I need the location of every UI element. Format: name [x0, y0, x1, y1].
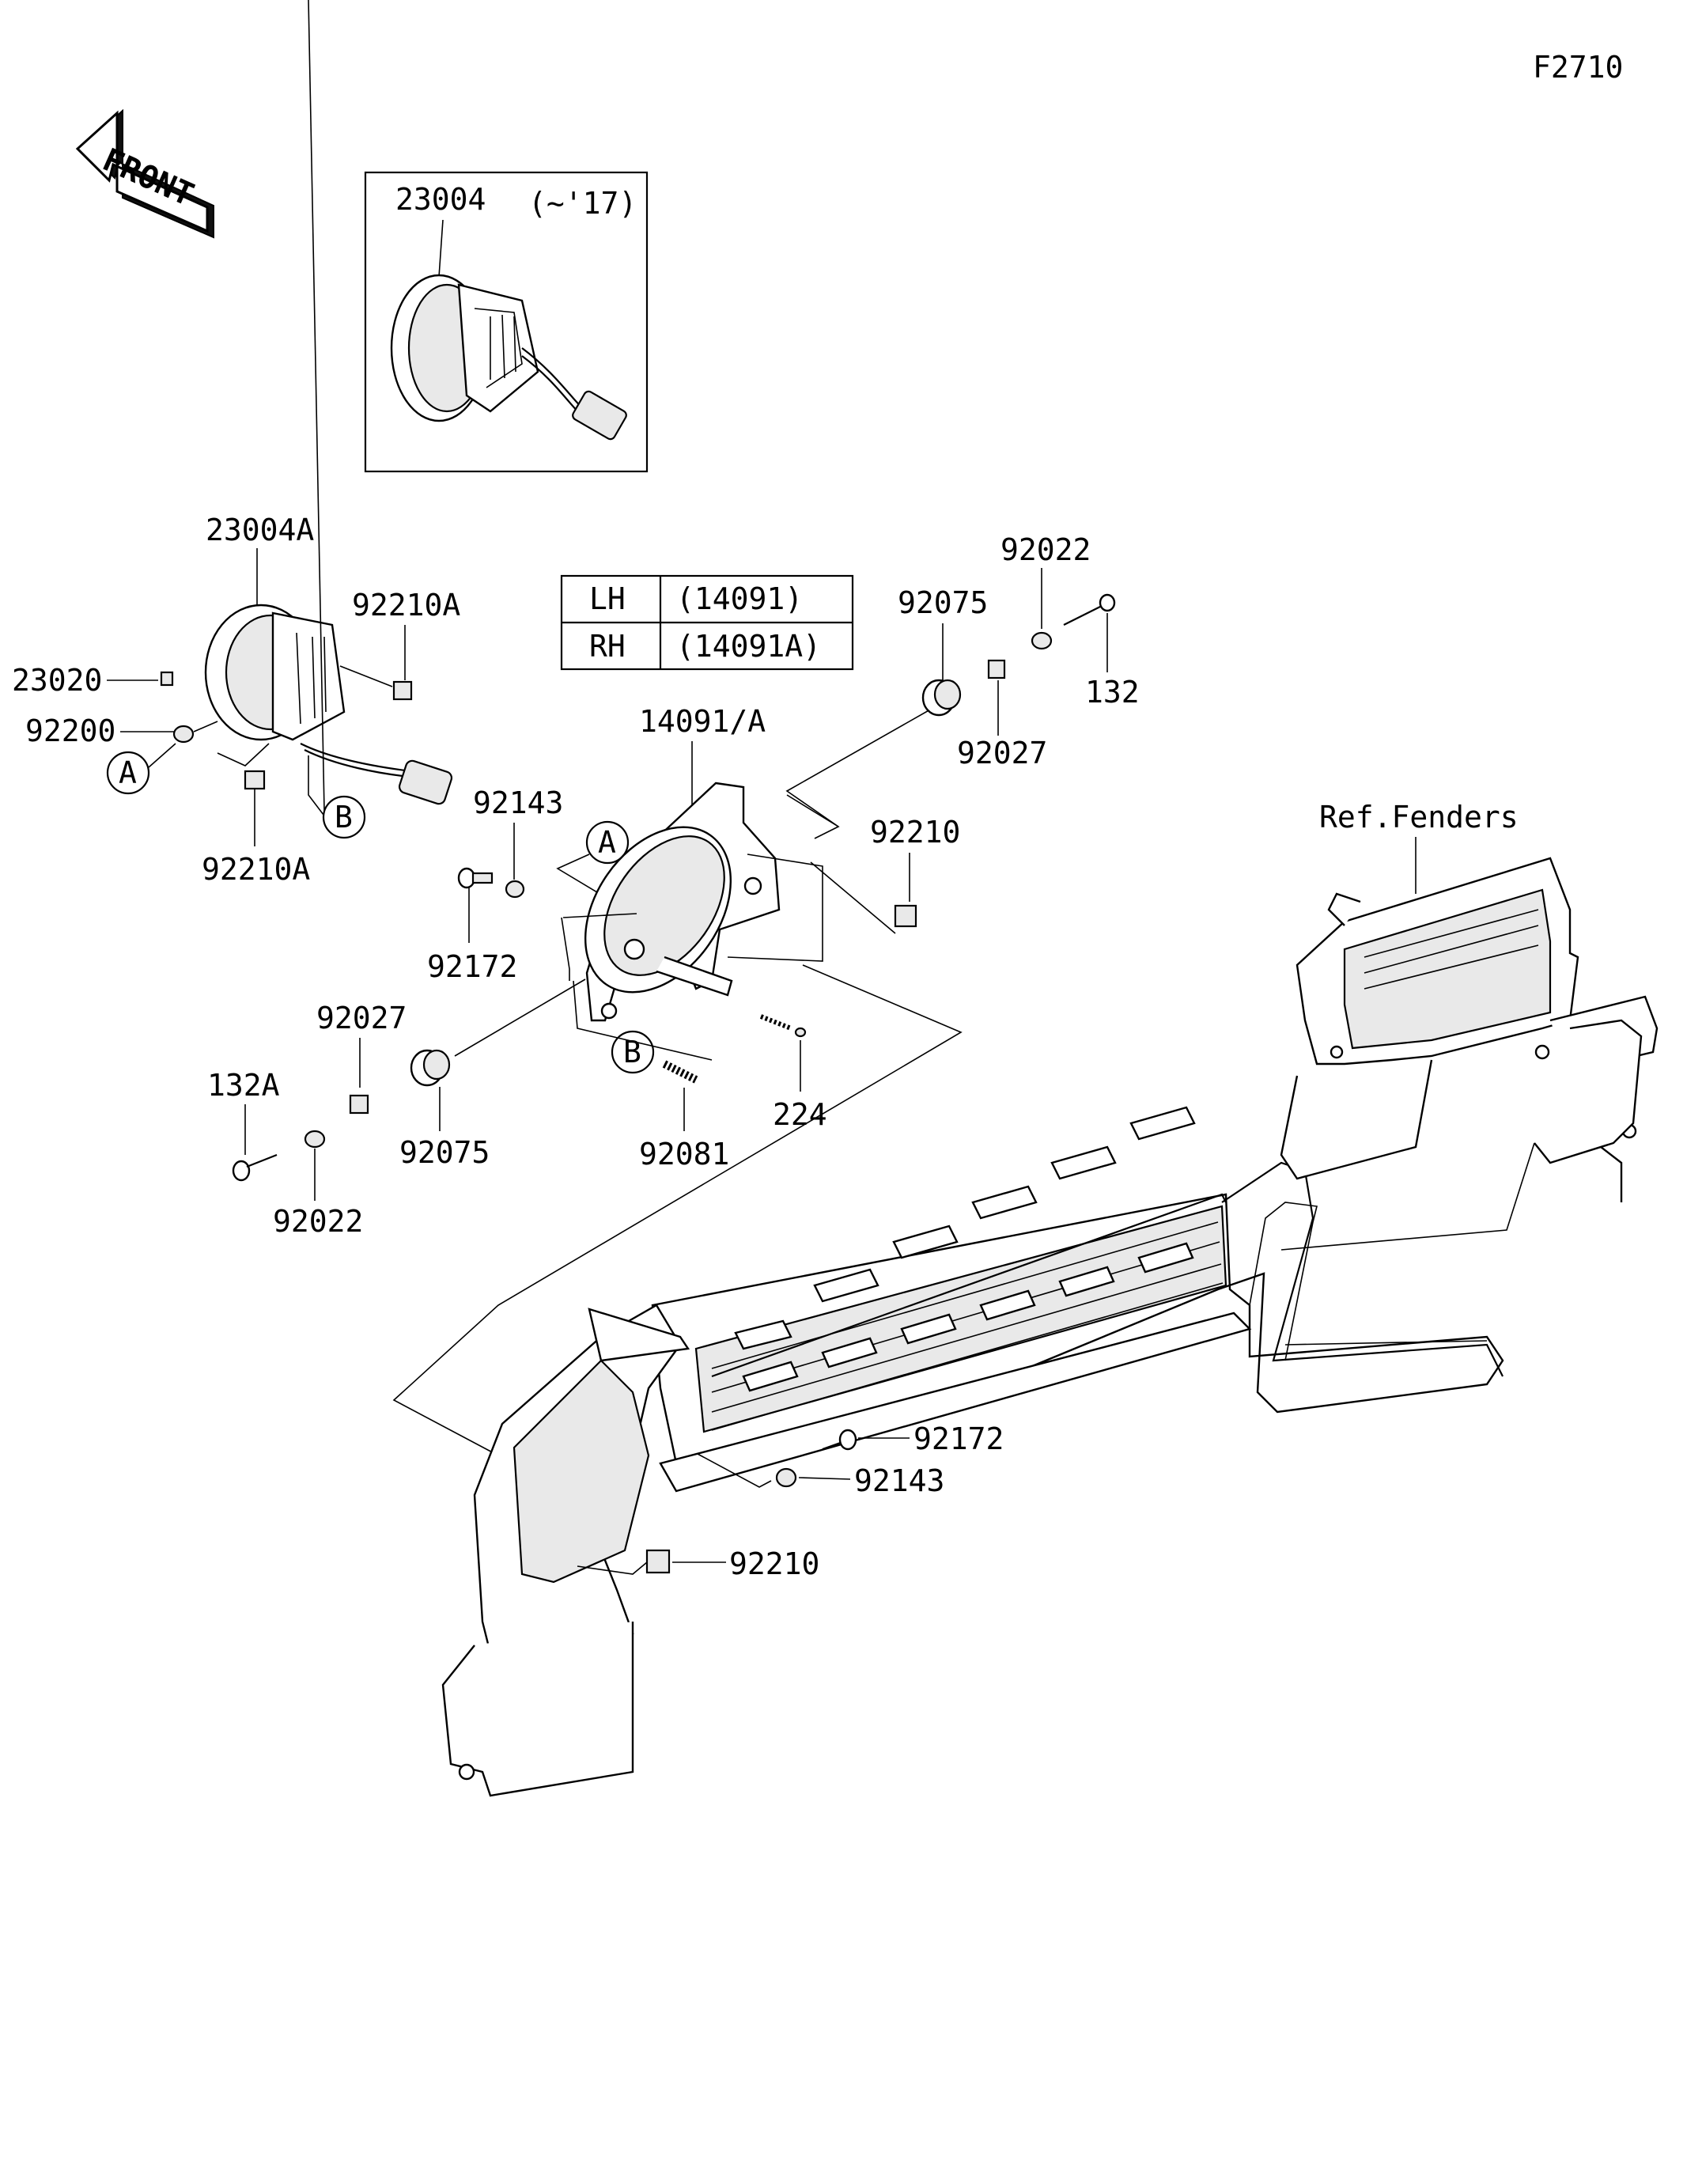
svg-text:B: B	[623, 1035, 641, 1069]
front-arrow-icon: FRONT	[75, 108, 214, 239]
grille-slats	[711, 1221, 1224, 1431]
svg-text:A: A	[119, 755, 137, 790]
label-92210A-bottom: 92210A	[202, 852, 310, 887]
svg-text:B: B	[335, 800, 353, 835]
bolt-132	[1063, 593, 1116, 626]
label-92143-upper: 92143	[473, 785, 563, 820]
callout-b-left: B	[308, 0, 366, 839]
washer-92143-lower	[775, 1467, 797, 1488]
washer-92143-upper	[505, 880, 525, 899]
label-92022-lower: 92022	[273, 1204, 363, 1239]
legend-table: LH (14091) RH (14091A)	[560, 574, 854, 671]
legend-rh-part: (14091A)	[676, 629, 821, 664]
inset-box: 23004 (~'17)	[364, 171, 649, 473]
label-92022-upper: 92022	[1000, 532, 1091, 567]
washer-92022-upper	[1031, 631, 1053, 650]
spring-224	[759, 1014, 792, 1031]
label-92027-lower: 92027	[316, 1001, 407, 1035]
headlight-unit: 23004A	[204, 513, 453, 805]
label-92143-lower: 92143	[854, 1463, 944, 1498]
label-132A: 132A	[207, 1068, 280, 1103]
front-fender-panel	[441, 857, 1659, 1797]
label-92200: 92200	[25, 713, 115, 748]
collar-92027-lower	[349, 1094, 369, 1115]
legend-lh-part: (14091)	[676, 581, 803, 616]
label-23004A: 23004A	[206, 513, 314, 547]
spring-92081	[662, 1060, 698, 1084]
callout-b-center: B	[611, 1030, 655, 1074]
label-23004: 23004	[395, 182, 486, 217]
label-92210-lower: 92210	[729, 1546, 819, 1581]
headlight-bracket	[584, 782, 781, 1022]
label-92172-upper: 92172	[427, 949, 517, 984]
label-224: 224	[773, 1097, 827, 1132]
label-92075-upper: 92075	[898, 585, 988, 620]
callout-a-left: A	[106, 743, 176, 795]
collar-92027-upper	[987, 659, 1006, 679]
label-92210-upper: 92210	[870, 815, 960, 850]
label-92210A-top: 92210A	[352, 588, 460, 623]
svg-text:A: A	[598, 825, 616, 860]
label-92027-upper: 92027	[957, 736, 1047, 770]
inset-note: (~'17)	[528, 186, 637, 221]
grommet-92075-lower	[410, 1049, 451, 1087]
clip-92210-upper	[894, 904, 917, 928]
legend-rh-side: RH	[589, 629, 626, 664]
grommet-92075-upper	[921, 679, 962, 717]
screw-92172-upper	[457, 867, 494, 889]
bolt-132A	[232, 1153, 278, 1182]
label-92075-lower: 92075	[399, 1135, 490, 1170]
clip-23020	[160, 671, 174, 687]
label-23020: 23020	[12, 663, 102, 698]
label-92172-lower: 92172	[913, 1421, 1004, 1456]
label-92081: 92081	[639, 1137, 729, 1171]
washer-92200	[172, 725, 195, 744]
screw-92172-lower	[822, 1429, 857, 1451]
headlight-unit-inset	[390, 274, 627, 441]
label-132: 132	[1085, 675, 1140, 710]
label-14091A: 14091/A	[639, 704, 766, 739]
grille-openings	[734, 1106, 1196, 1392]
clip-92210A-bottom	[244, 770, 266, 790]
clip-92210A-top	[392, 680, 413, 701]
washer-92022-lower	[304, 1130, 326, 1149]
legend-lh-side: LH	[589, 581, 626, 616]
reference-label-fenders: Ref.Fenders	[1319, 800, 1519, 835]
diagram-code: F2710	[1533, 50, 1623, 85]
clip-92210-lower	[645, 1549, 671, 1574]
